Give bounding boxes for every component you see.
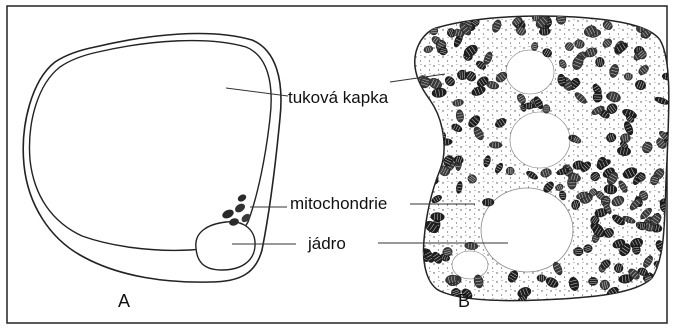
mitochondrion	[588, 277, 598, 285]
label-mitochondria: mitochondrie	[290, 194, 387, 213]
mitochondrion	[506, 167, 514, 175]
nucleus-a	[196, 222, 255, 270]
mitochondrion	[524, 103, 535, 110]
mitochondrion	[489, 142, 502, 149]
mitochondrion	[482, 198, 494, 206]
label-fat-droplet: tuková kapka	[288, 88, 389, 107]
mitochondrion	[543, 104, 550, 113]
panel-label-b: B	[458, 291, 470, 311]
panel-label-a: A	[118, 291, 130, 311]
nucleus-b	[481, 188, 573, 272]
lipid-droplet	[452, 251, 488, 279]
lipid-droplet	[510, 112, 570, 168]
label-nucleus: jádro	[307, 234, 346, 253]
